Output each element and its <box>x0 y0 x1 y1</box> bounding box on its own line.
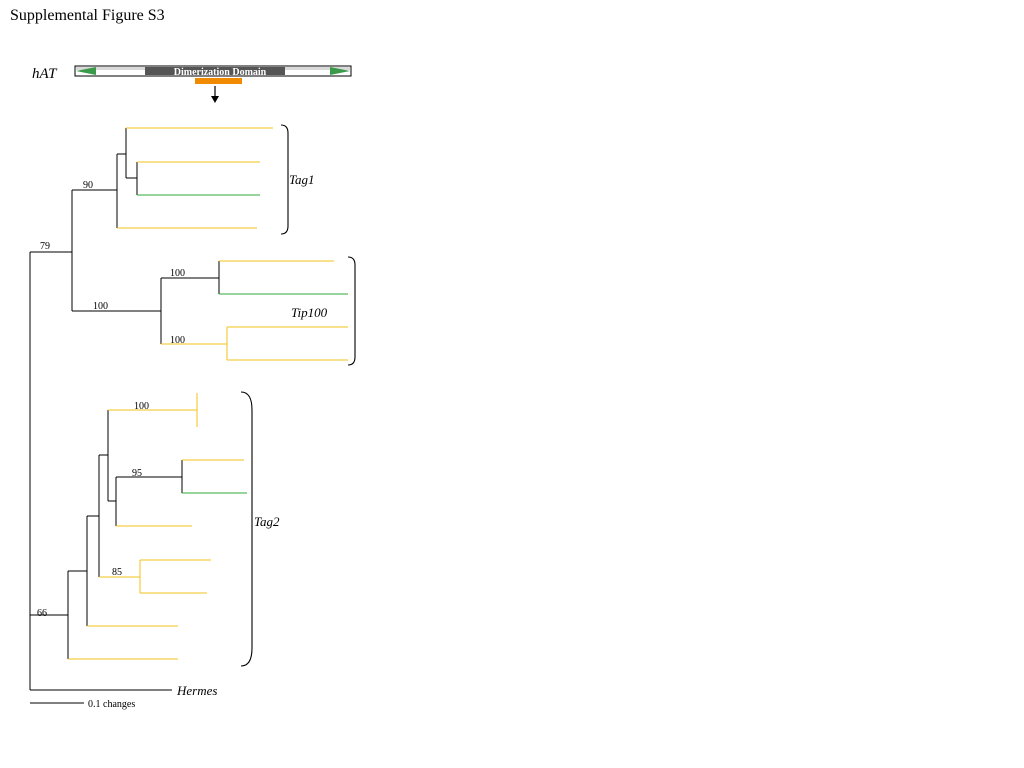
tip100-bracket <box>347 256 356 366</box>
bootstrap-tag2-root: 66 <box>37 608 47 619</box>
down-arrow-icon <box>211 96 219 103</box>
bootstrap-tag2-sub-c: 85 <box>112 567 122 578</box>
left-tir-icon <box>76 67 96 75</box>
clade-label-hermes: Hermes <box>176 683 217 698</box>
bootstrap-labels: 90 79 100 100 100 100 95 85 66 <box>37 180 185 619</box>
scale-bar-label: 0.1 changes <box>88 699 135 710</box>
clade-label-tag1: Tag1 <box>289 172 315 187</box>
page-title: Supplemental Figure S3 <box>10 7 165 24</box>
bootstrap-tag1: 90 <box>83 180 93 191</box>
family-label: hAT <box>32 66 58 82</box>
dimerization-domain-box <box>145 67 285 75</box>
clade-label-tip100: Tip100 <box>291 305 328 320</box>
domain-diagram: hAT Dimerization Domain <box>32 65 352 103</box>
bootstrap-tag2-sub-a: 100 <box>134 401 149 412</box>
tag1-bracket <box>280 124 289 235</box>
scale-bar: 0.1 changes <box>30 699 135 710</box>
domain-region-highlight <box>195 78 242 84</box>
bootstrap-tip100-sub-a: 100 <box>170 268 185 279</box>
bootstrap-tag2-sub-b: 95 <box>132 468 142 479</box>
phylogenetic-tree <box>29 127 348 691</box>
clade-label-tag2: Tag2 <box>254 514 280 529</box>
dimerization-domain-label: Dimerization Domain <box>174 67 267 78</box>
clade-brackets <box>240 124 356 667</box>
bootstrap-tip100: 100 <box>93 301 108 312</box>
tag2-bracket <box>240 391 253 667</box>
right-tir-icon <box>330 67 350 75</box>
bootstrap-tip100-sub-b: 100 <box>170 335 185 346</box>
bootstrap-ingroup-top: 79 <box>40 241 50 252</box>
